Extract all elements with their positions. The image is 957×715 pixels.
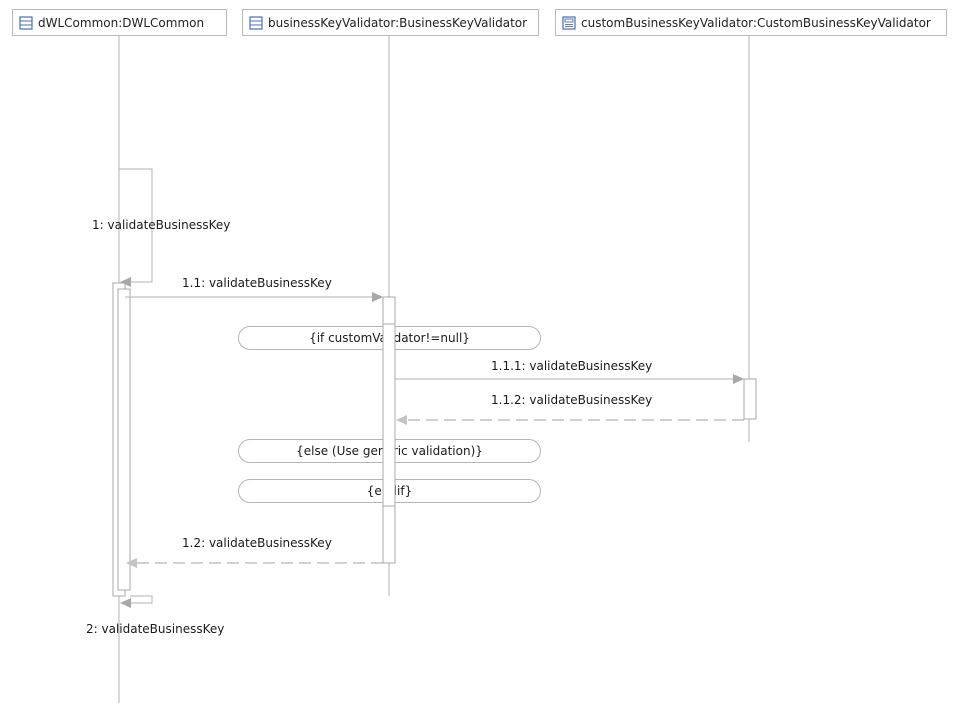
component-icon	[562, 15, 576, 30]
message-2-line	[121, 595, 153, 604]
message-2-label: 2: validateBusinessKey	[86, 622, 225, 636]
lifeline-label: customBusinessKeyValidator:CustomBusines…	[581, 15, 931, 30]
message-1-arrowhead	[120, 277, 131, 287]
class-icon	[249, 15, 263, 30]
fragment-endif-label: {endif}	[366, 484, 413, 498]
class-icon	[19, 15, 33, 30]
message-1-line	[119, 168, 153, 283]
lifeline-label: dWLCommon:DWLCommon	[38, 15, 205, 30]
message-1-1-1-arrowhead	[733, 374, 744, 384]
fragment-else-label: {else (Use generic validation)}	[296, 444, 483, 458]
message-1-1-1-label: 1.1.1: validateBusinessKey	[491, 359, 653, 373]
message-2-arrowhead	[120, 598, 131, 608]
lifeline-label: businessKeyValidator:BusinessKeyValidato…	[268, 15, 528, 30]
message-1-label: 1: validateBusinessKey	[92, 218, 231, 232]
lifeline-head-businesskeyvalidator[interactable]: businessKeyValidator:BusinessKeyValidato…	[242, 9, 539, 36]
message-1-1-2-arrowhead	[396, 415, 407, 425]
fragment-else[interactable]: {else (Use generic validation)}	[238, 439, 541, 463]
fragment-endif[interactable]: {endif}	[238, 479, 541, 503]
lifeline-head-dwlcommon[interactable]: dWLCommon:DWLCommon	[12, 9, 227, 36]
message-1-2-arrowhead	[126, 558, 137, 568]
message-1-1-arrowhead	[372, 292, 383, 302]
activation-bar-custom	[743, 378, 757, 420]
fragment-if[interactable]: {if customValidator!=null}	[238, 326, 541, 350]
message-1-1-label: 1.1: validateBusinessKey	[182, 276, 332, 290]
fragment-if-label: {if customValidator!=null}	[309, 331, 470, 345]
lifeline-head-custombusinesskeyvalidator[interactable]: customBusinessKeyValidator:CustomBusines…	[555, 9, 947, 36]
activation-bar-dwlcommon-inner	[117, 288, 131, 591]
message-1-2-label: 1.2: validateBusinessKey	[182, 536, 332, 550]
message-1-1-2-label: 1.1.2: validateBusinessKey	[491, 393, 653, 407]
